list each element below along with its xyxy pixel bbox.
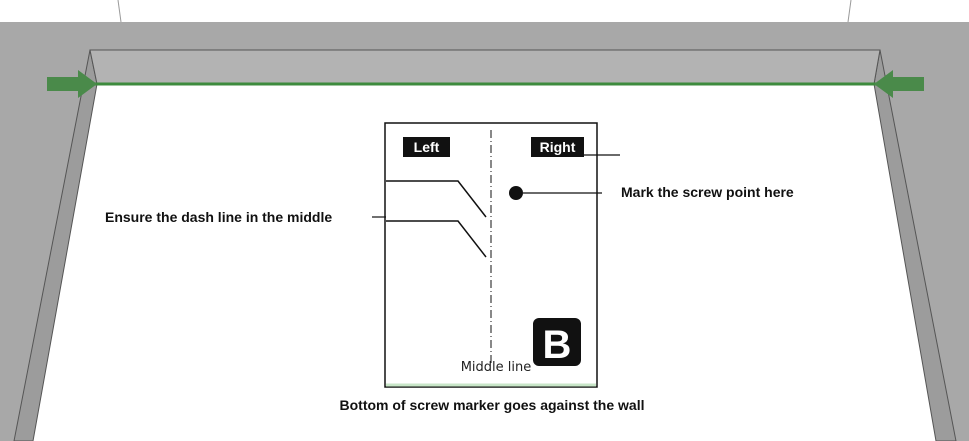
right-arrow-icon	[874, 70, 924, 98]
letter-b-badge	[533, 318, 581, 366]
left-tag-label: Left	[414, 139, 440, 155]
callout-screw-point: Mark the screw point here	[621, 184, 794, 200]
middle-line-label: Middle line	[461, 360, 532, 375]
top-strip	[0, 0, 969, 22]
lower-guide-line	[386, 220, 487, 258]
callout-dash-line: Ensure the dash line in the middle	[105, 209, 332, 225]
left-arrow-icon	[47, 70, 97, 98]
screw-point-dot-icon	[509, 186, 523, 200]
right-tag-label: Right	[540, 139, 576, 155]
top-strip-right-tick	[847, 0, 852, 23]
right-tag	[531, 137, 584, 157]
letter-b: B	[543, 323, 572, 367]
callout-bottom: Bottom of screw marker goes against the …	[340, 397, 645, 413]
upper-guide-line	[386, 180, 487, 218]
top-ledge	[89, 49, 881, 85]
top-strip-left-tick	[117, 0, 122, 23]
left-tag	[403, 137, 450, 157]
